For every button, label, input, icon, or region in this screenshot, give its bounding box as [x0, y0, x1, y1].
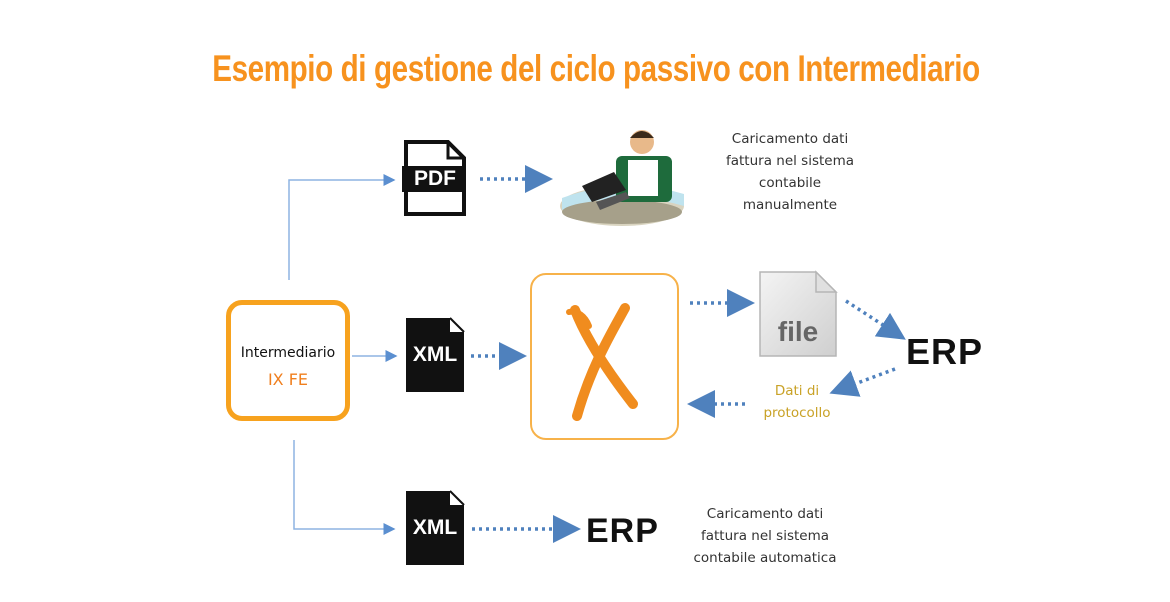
protocol-data-note: Dati di protocollo: [752, 380, 842, 424]
x-logo-icon: [555, 296, 655, 422]
arrow-erp-to-protocol: [829, 367, 896, 397]
intermediary-box: [226, 300, 350, 421]
manual-note-line-2: fattura nel sistema: [725, 153, 855, 169]
manual-entry-note: Caricamento dati fattura nel sistema con…: [710, 128, 870, 216]
operator-at-computer-icon: [556, 124, 688, 230]
connector-to-pdf: [288, 174, 396, 280]
file-label: file: [777, 316, 819, 347]
auto-note-line-2: fattura nel sistema: [700, 528, 830, 544]
x-processing-box: [530, 273, 679, 440]
auto-note-line-1: Caricamento dati: [706, 506, 824, 522]
auto-note-line-3: contabile automatica: [693, 550, 837, 566]
protocol-note-line-1: Dati di: [774, 383, 820, 399]
xml-label: XML: [412, 343, 458, 366]
erp-label: ERP: [906, 331, 984, 372]
manual-note-line-3: contabile: [758, 175, 822, 191]
intermediary-name: Intermediario: [240, 345, 336, 361]
connector-to-xml-bottom: [293, 440, 396, 535]
intermediary-product: IX FE: [267, 370, 309, 389]
arrow-file-to-erp: [845, 299, 906, 340]
pdf-document-icon: PDF: [402, 140, 466, 216]
xml-document-icon-bottom: XML: [404, 489, 466, 567]
pdf-label: PDF: [414, 167, 456, 190]
xml-label-bottom: XML: [412, 516, 458, 539]
diagram-title: Esempio di gestione del ciclo passivo co…: [212, 48, 980, 89]
file-document-icon: file: [758, 270, 838, 358]
automatic-entry-note: Caricamento dati fattura nel sistema con…: [685, 503, 845, 569]
xml-document-icon: XML: [404, 316, 466, 394]
manual-note-line-4: manualmente: [742, 197, 838, 213]
erp-label-bottom: ERP: [586, 512, 659, 550]
protocol-note-line-2: protocollo: [763, 405, 831, 421]
manual-note-line-1: Caricamento dati: [731, 131, 849, 147]
